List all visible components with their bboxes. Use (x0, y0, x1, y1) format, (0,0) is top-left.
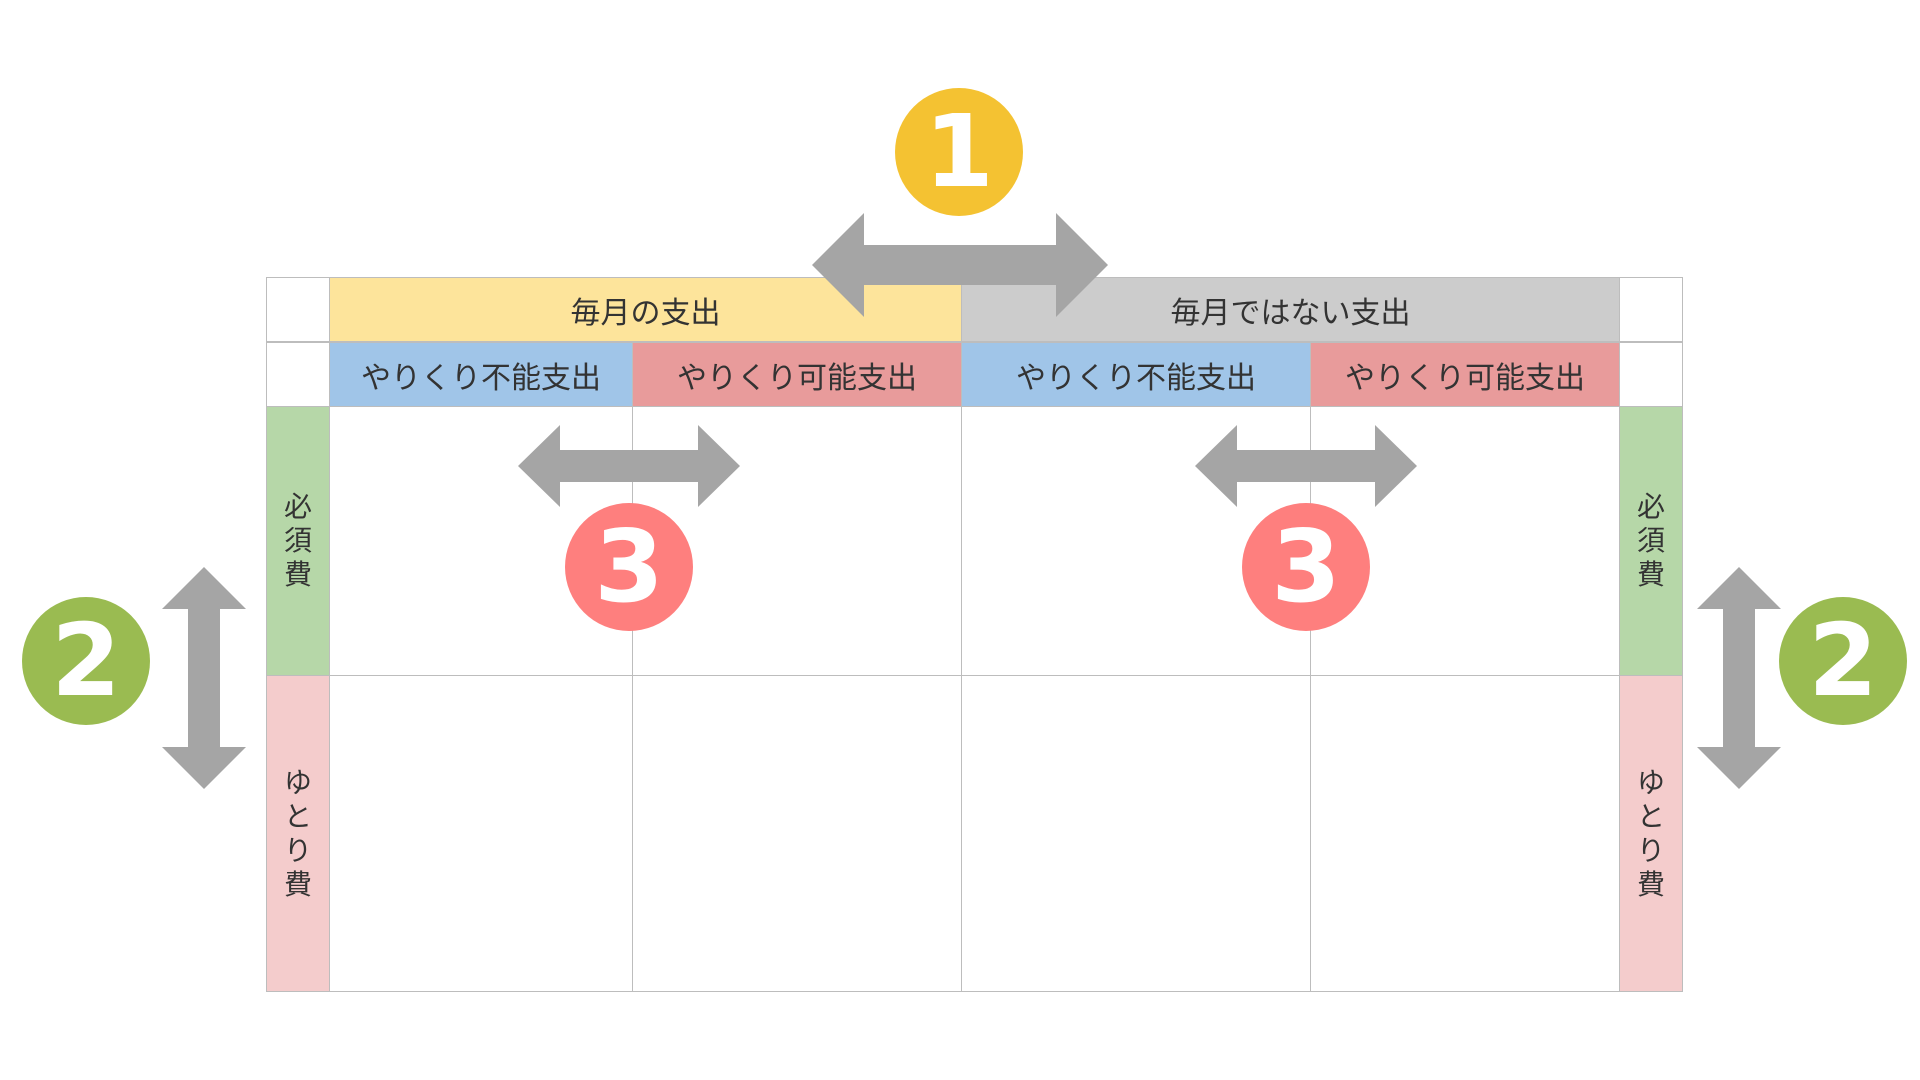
row-label-char: と (1636, 799, 1665, 833)
subheader-monthly-adjustable-label: やりくり可能支出 (677, 360, 917, 396)
double-headed-vertical-arrow-icon (162, 567, 246, 789)
row-label-essential-right: 必 須 費 (1619, 406, 1683, 676)
double-headed-vertical-arrow-icon (1697, 567, 1781, 789)
row-label-char: 費 (1636, 558, 1665, 591)
subheader-non-monthly-adjustable: やりくり可能支出 (1310, 342, 1620, 407)
double-headed-horizontal-arrow-icon (1195, 425, 1417, 507)
header-non-monthly-label: 毎月ではない支出 (1170, 295, 1411, 331)
row-label-char: と (283, 799, 312, 833)
corner-sub-right (1619, 342, 1683, 407)
subheader-non-monthly-fixed: やりくり不能支出 (961, 342, 1311, 407)
subheader-non-monthly-fixed-label: やりくり不能支出 (1016, 360, 1256, 396)
step-2-badge-right: 2 (1779, 597, 1907, 725)
step-1-badge: 1 (895, 88, 1023, 216)
double-headed-horizontal-arrow-icon (518, 425, 740, 507)
step-3-number: 3 (1271, 508, 1341, 625)
row-label-char: り (1636, 833, 1665, 867)
double-headed-horizontal-arrow-icon (812, 213, 1108, 317)
cell-leisure-non-monthly-adjustable (1310, 675, 1620, 992)
row-label-char: り (283, 833, 312, 867)
header-monthly-label: 毎月の支出 (570, 295, 721, 331)
cell-leisure-monthly-fixed (329, 675, 633, 992)
step-1-number: 1 (924, 93, 994, 210)
row-label-char: 須 (283, 524, 312, 557)
corner-sub-left (266, 342, 330, 407)
cell-leisure-monthly-adjustable (632, 675, 962, 992)
subheader-monthly-fixed: やりくり不能支出 (329, 342, 633, 407)
row-label-leisure-right: ゆ と り 費 (1619, 675, 1683, 992)
subheader-monthly-adjustable: やりくり可能支出 (632, 342, 962, 407)
row-label-char: 必 (283, 490, 312, 523)
step-2-badge-left: 2 (22, 597, 150, 725)
row-label-leisure-left: ゆ と り 費 (266, 675, 330, 992)
row-label-char: ゆ (283, 765, 312, 799)
corner-top-left (266, 277, 330, 342)
step-3-badge-right: 3 (1242, 503, 1370, 631)
corner-top-right (1619, 277, 1683, 342)
subheader-non-monthly-adjustable-label: やりくり可能支出 (1345, 360, 1585, 396)
row-label-char: 費 (283, 867, 312, 901)
subheader-monthly-fixed-label: やりくり不能支出 (361, 360, 601, 396)
row-label-char: 費 (283, 558, 312, 591)
step-2-number: 2 (51, 602, 121, 719)
step-3-badge-left: 3 (565, 503, 693, 631)
row-label-char: 費 (1636, 867, 1665, 901)
row-label-essential-left: 必 須 費 (266, 406, 330, 676)
row-label-char: 必 (1636, 490, 1665, 523)
step-3-number: 3 (594, 508, 664, 625)
step-2-number: 2 (1808, 602, 1878, 719)
row-label-char: ゆ (1636, 765, 1665, 799)
cell-leisure-non-monthly-fixed (961, 675, 1311, 992)
row-label-char: 須 (1636, 524, 1665, 557)
